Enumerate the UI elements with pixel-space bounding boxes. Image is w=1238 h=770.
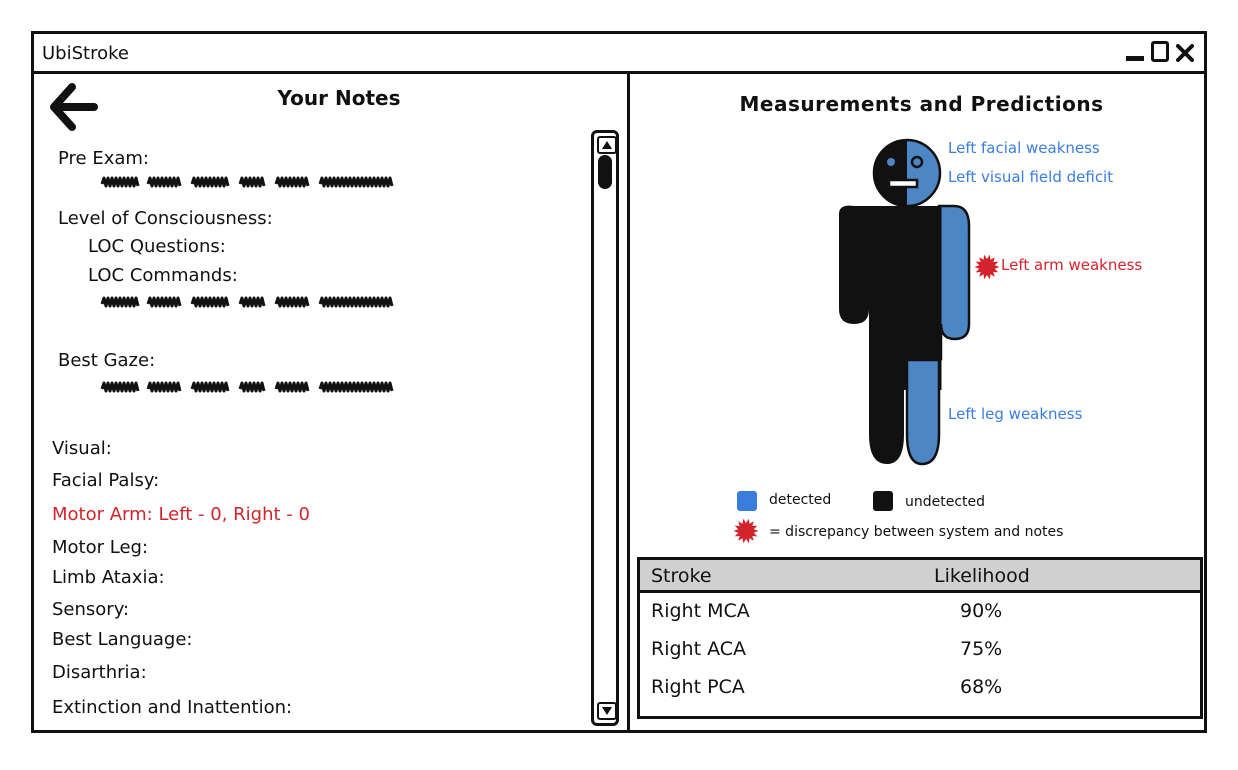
title-bar: UbiStroke: [34, 34, 1204, 74]
panel-divider: [627, 74, 630, 730]
triangle-up-icon: [602, 141, 612, 149]
note-best-language: Best Language:: [52, 629, 193, 650]
legend-discrepancy-label: = discrepancy between system and notes: [769, 524, 1064, 540]
scribble-text: [100, 296, 394, 308]
row-likelihood: 75%: [960, 638, 1003, 660]
note-motor-arm: Motor Arm: Left - 0, Right - 0: [52, 504, 310, 525]
row-likelihood: 68%: [960, 676, 1003, 698]
discrepancy-starburst-icon: [974, 254, 1000, 280]
note-motor-leg: Motor Leg:: [52, 537, 149, 558]
measurements-title: Measurements and Predictions: [739, 92, 1104, 116]
window-controls: [1124, 37, 1196, 67]
scroll-thumb[interactable]: [598, 155, 612, 189]
note-visual: Visual:: [52, 438, 112, 459]
close-button[interactable]: [1174, 37, 1196, 67]
note-disarthria: Disarthria:: [52, 662, 147, 683]
scroll-up-button[interactable]: [597, 136, 617, 154]
label-left-visual-field-deficit: Left visual field deficit: [948, 168, 1114, 186]
note-facial-palsy: Facial Palsy:: [52, 470, 160, 491]
header-stroke: Stroke: [651, 565, 712, 587]
head-icon: [872, 138, 942, 208]
note-level-of-consciousness: Level of Consciousness:: [58, 208, 273, 229]
note-loc-questions: LOC Questions:: [88, 236, 226, 257]
notes-scrollbar[interactable]: [591, 130, 619, 726]
row-likelihood: 90%: [960, 600, 1003, 622]
scroll-down-button[interactable]: [597, 702, 617, 720]
close-icon: [1176, 44, 1194, 62]
body-figure: [839, 138, 971, 466]
note-limb-ataxia: Limb Ataxia:: [52, 567, 165, 588]
note-pre-exam: Pre Exam:: [58, 148, 149, 169]
note-best-gaze: Best Gaze:: [58, 350, 156, 371]
notes-title: Your Notes: [277, 86, 401, 110]
maximize-icon: [1151, 41, 1169, 62]
stroke-likelihood-table: Stroke Likelihood Right MCA 90% Right AC…: [637, 557, 1203, 719]
back-arrow-icon: [50, 83, 98, 131]
row-stroke: Right ACA: [651, 638, 746, 660]
row-stroke: Right MCA: [651, 600, 750, 622]
table-header: Stroke Likelihood: [640, 560, 1200, 593]
minimize-button[interactable]: [1124, 37, 1146, 67]
row-stroke: Right PCA: [651, 676, 745, 698]
note-extinction-inattention: Extinction and Inattention:: [52, 697, 293, 718]
maximize-button[interactable]: [1149, 37, 1171, 67]
legend-detected-label: detected: [769, 492, 832, 508]
triangle-down-icon: [602, 707, 612, 715]
app-title: UbiStroke: [42, 43, 129, 64]
minimize-icon: [1126, 56, 1144, 61]
discrepancy-starburst-icon: [733, 518, 759, 544]
note-loc-commands: LOC Commands:: [88, 265, 238, 286]
scribble-text: [100, 381, 394, 393]
legend-detected-swatch: [737, 491, 757, 511]
legend-undetected-swatch: [873, 491, 893, 511]
legend-undetected-label: undetected: [905, 494, 986, 510]
back-button[interactable]: [48, 81, 100, 137]
header-likelihood: Likelihood: [934, 565, 1030, 587]
label-left-leg-weakness: Left leg weakness: [948, 405, 1083, 423]
note-sensory: Sensory:: [52, 599, 130, 620]
scribble-text: [100, 176, 394, 188]
label-left-arm-weakness: Left arm weakness: [1001, 256, 1143, 274]
label-left-facial-weakness: Left facial weakness: [948, 139, 1100, 157]
app-window: UbiStroke Your Notes Pre Exam: Level of …: [31, 31, 1207, 733]
